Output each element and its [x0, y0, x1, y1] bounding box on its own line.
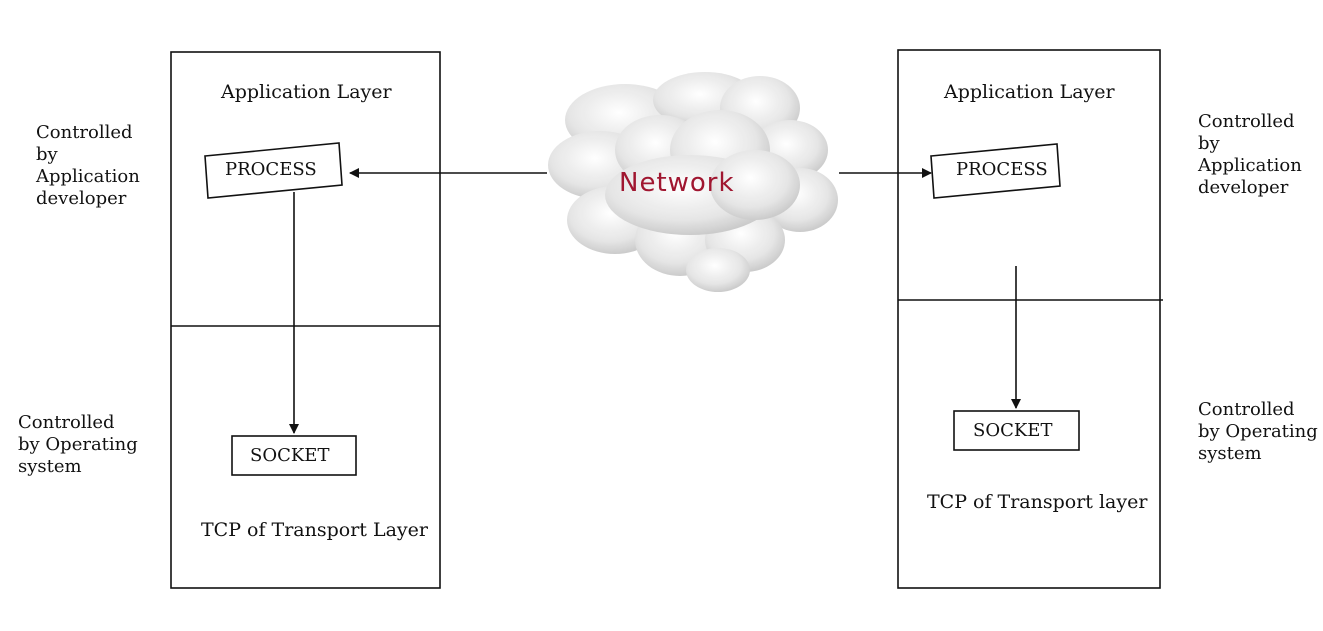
network-label: Network: [619, 168, 735, 198]
right-app-control-line: developer: [1198, 177, 1289, 198]
right-transport-layer-label: TCP of Transport layer: [927, 491, 1148, 513]
right-app-control-line: Controlled: [1198, 111, 1295, 132]
left-os-control-line: system: [18, 456, 82, 477]
right-process-box: [930, 143, 1061, 199]
right-process-label: PROCESS: [956, 159, 1048, 180]
left-app-control-line: Controlled: [36, 122, 133, 143]
right-host-box: [897, 49, 1161, 589]
right-app-control-line: by: [1198, 133, 1220, 154]
right-socket-box: [953, 410, 1080, 451]
left-os-control-note: Controlled by Operating system: [18, 412, 138, 478]
left-os-control-line: Controlled: [18, 412, 115, 433]
network-cloud: [548, 72, 838, 292]
left-application-layer-label: Application Layer: [221, 81, 392, 103]
left-host-box: [170, 51, 441, 589]
right-app-control-line: Application: [1198, 155, 1302, 176]
right-os-control-note: Controlled by Operating system: [1198, 399, 1318, 465]
left-os-control-line: by Operating: [18, 434, 138, 455]
left-app-control-line: developer: [36, 188, 127, 209]
left-socket-box: [231, 435, 357, 476]
left-socket-label: SOCKET: [250, 445, 330, 466]
left-app-control-line: by: [36, 144, 58, 165]
right-os-control-line: by Operating: [1198, 421, 1318, 442]
left-process-box: [204, 142, 343, 199]
right-os-control-line: system: [1198, 443, 1262, 464]
left-transport-layer-label: TCP of Transport Layer: [201, 519, 428, 541]
right-app-control-note: Controlled by Application developer: [1198, 111, 1302, 199]
right-application-layer-label: Application Layer: [944, 81, 1115, 103]
right-os-control-line: Controlled: [1198, 399, 1295, 420]
left-process-label: PROCESS: [225, 159, 317, 180]
right-socket-label: SOCKET: [973, 420, 1053, 441]
left-app-control-line: Application: [36, 166, 140, 187]
left-app-control-note: Controlled by Application developer: [36, 122, 140, 210]
